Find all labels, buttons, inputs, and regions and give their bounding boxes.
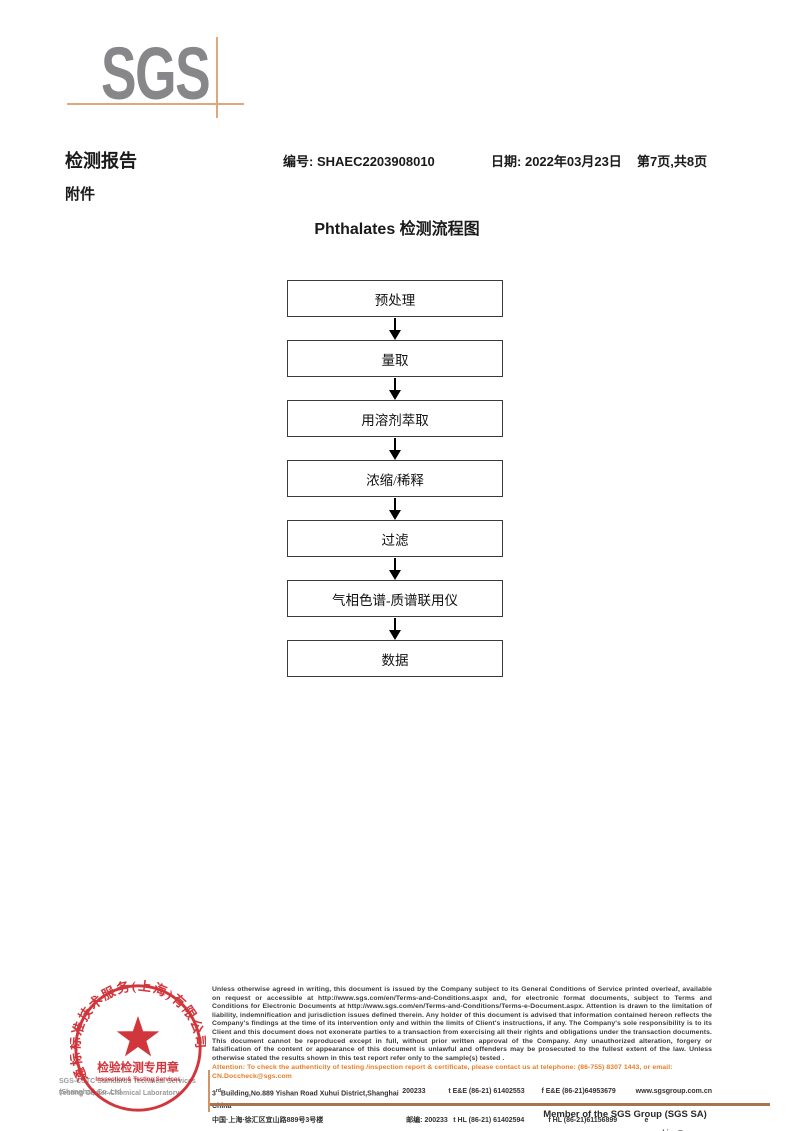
flow-step-gcms: 气相色谱-质谱联用仪	[287, 580, 503, 617]
flow-step-filter: 过滤	[287, 520, 503, 557]
stamp-inner-en: Inspection & Testing Services	[95, 1077, 181, 1083]
report-number: 编号: SHAEC2203908010	[283, 151, 435, 170]
flowchart-title: Phthalates 检测流程图	[314, 221, 480, 238]
lab-company-name: SGS-CSTC Standards Technical Services (S…	[59, 1078, 196, 1096]
report-number-label: 编号:	[283, 154, 314, 169]
report-date-label: 日期:	[491, 154, 522, 169]
fax-ee: f E&E (86-21)64953679	[541, 1087, 616, 1095]
arrow-stem	[394, 498, 396, 511]
footer-vertical-divider	[208, 1070, 210, 1112]
arrow-head-icon	[389, 630, 401, 640]
tel-hl: t HL (86-21) 61402594	[453, 1116, 525, 1124]
stamp-star-icon	[116, 1015, 160, 1057]
flow-step-data: 数据	[287, 640, 503, 677]
logo-horizontal-line	[67, 103, 244, 105]
legal-disclaimer: Unless otherwise agreed in writing, this…	[212, 986, 712, 1062]
flow-step-pretreatment: 预处理	[287, 280, 503, 317]
postcode-en: 200233	[402, 1087, 426, 1095]
attention-notice: Attention: To check the authenticity of …	[212, 1064, 673, 1080]
address-row-en: 3rdBuilding,No.889 Yishan Road Xuhui Dis…	[212, 1085, 712, 1114]
fax-hl: f HL (86-21)61156899	[548, 1116, 618, 1124]
website-url: www.sgsgroup.com.cn	[635, 1087, 712, 1095]
stamp-ring	[74, 984, 202, 1112]
report-date: 日期: 2022年03月23日	[491, 151, 622, 170]
address-cn: 中国·上海·徐汇区宜山路889号3号楼	[212, 1116, 324, 1124]
address-block: 3rdBuilding,No.889 Yishan Road Xuhui Dis…	[212, 1085, 712, 1131]
sgs-logo: SGS	[0, 0, 270, 140]
red-seal-stamp: 通标标准技术服务(上海)有限公司 检验检测专用章 Inspection & Te…	[70, 980, 206, 1112]
arrow-stem	[394, 558, 396, 571]
arrow-head-icon	[389, 570, 401, 580]
stamp-inner-cn: 检验检测专用章	[97, 1060, 179, 1074]
report-title: 检测报告	[65, 151, 137, 171]
flow-step-concentrate-dilute: 浓缩/稀释	[287, 460, 503, 497]
arrow-stem	[394, 378, 396, 391]
arrow-head-icon	[389, 510, 401, 520]
arrow-stem	[394, 438, 396, 451]
arrow-stem	[394, 618, 396, 631]
arrow-head-icon	[389, 390, 401, 400]
arrow-stem	[394, 318, 396, 331]
report-number-value: SHAEC2203908010	[316, 154, 435, 169]
footer-bottom-rule	[210, 1103, 770, 1106]
logo-vertical-line	[216, 37, 218, 118]
arrow-head-icon	[389, 330, 401, 340]
flow-step-measure: 量取	[287, 340, 503, 377]
report-date-value: 2022年03月23日	[524, 154, 622, 169]
arrow-head-icon	[389, 450, 401, 460]
tel-ee: t E&E (86-21) 61402553	[448, 1087, 525, 1095]
flow-step-solvent-extraction: 用溶剂萃取	[287, 400, 503, 437]
page-indicator: 第7页,共8页	[637, 154, 708, 169]
footer-text-block: Unless otherwise agreed in writing, this…	[212, 986, 712, 1131]
attachment-label: 附件	[65, 186, 96, 203]
sgs-member-note: Member of the SGS Group (SGS SA)	[543, 1109, 707, 1120]
postcode-cn: 邮编: 200233	[406, 1116, 448, 1124]
lab-department-name: Testing Center-Chemical Laboratory	[59, 1090, 180, 1097]
address-en: 3rdBuilding,No.889 Yishan Road Xuhui Dis…	[212, 1087, 399, 1111]
sgs-logo-text: SGS	[101, 32, 211, 115]
